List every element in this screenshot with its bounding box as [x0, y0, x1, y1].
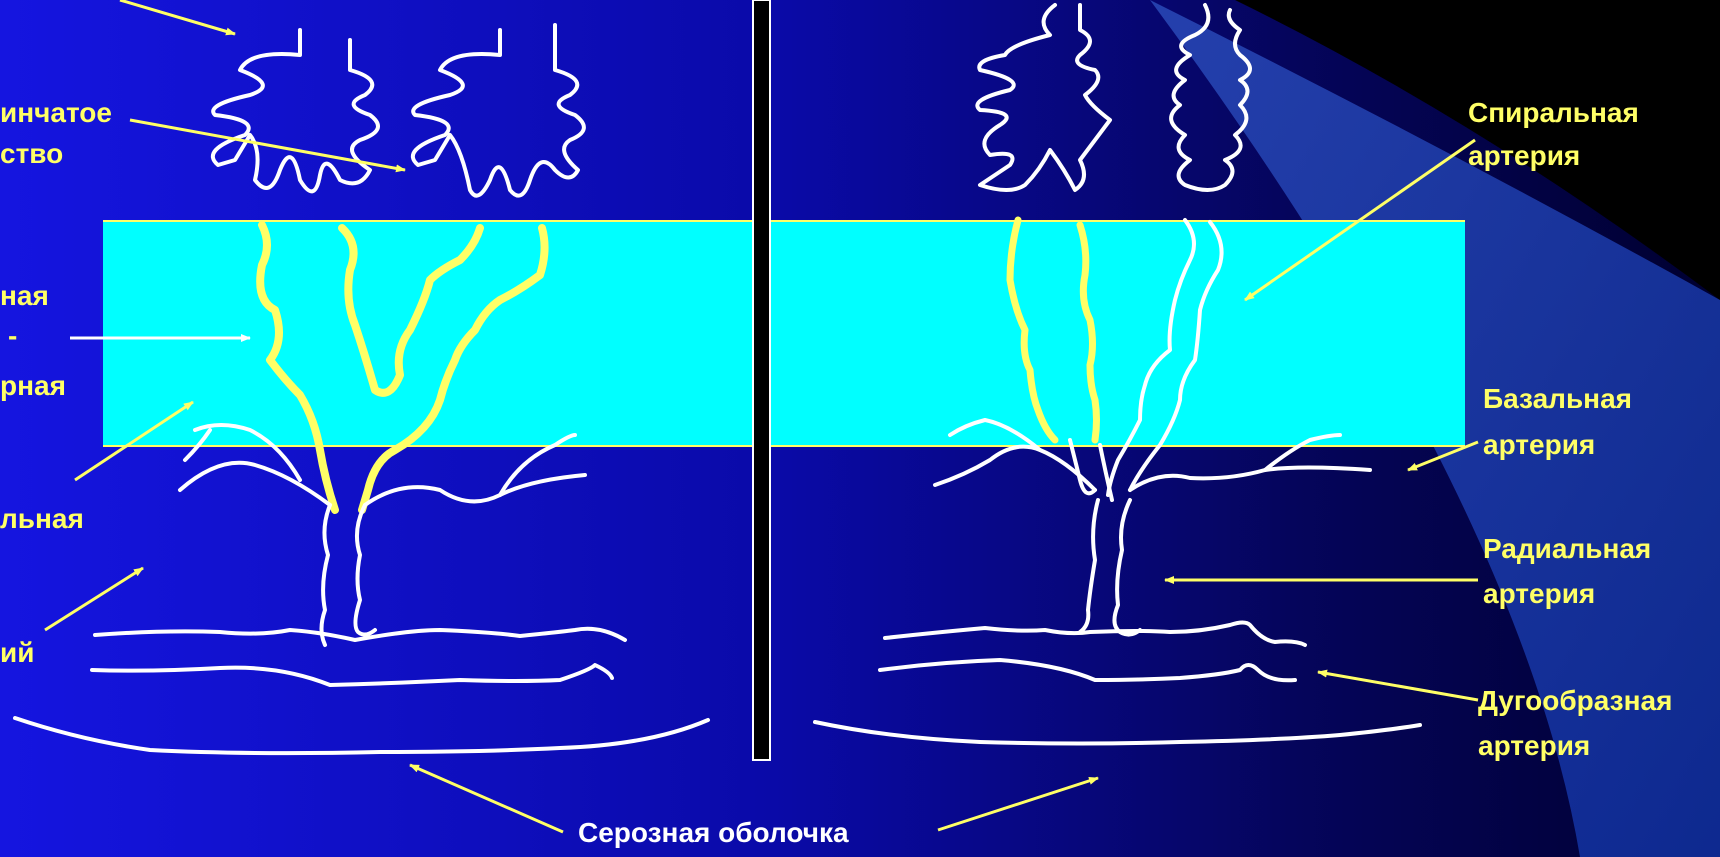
label-serosa: Серозная оболочка	[578, 817, 849, 848]
left-label-6: льная	[0, 503, 84, 534]
left-label-2: ство	[0, 138, 63, 169]
label-arcuate-line1: Дугообразная	[1478, 685, 1672, 716]
label-radial-line2: артерия	[1483, 578, 1595, 609]
label-radial-line1: Радиальная	[1483, 533, 1651, 564]
basal-band-right	[770, 221, 1465, 446]
left-label-1: инчатое	[0, 97, 112, 128]
left-label-4: -	[8, 320, 17, 351]
label-spiral-line1: Спиральная	[1468, 97, 1639, 128]
panel-divider	[753, 0, 770, 760]
label-arcuate-line2: артерия	[1478, 730, 1590, 761]
label-basal-line2: артерия	[1483, 429, 1595, 460]
left-label-5: рная	[0, 370, 66, 401]
basal-band-left	[103, 221, 755, 446]
label-basal-line1: Базальная	[1483, 383, 1632, 414]
left-label-7: ий	[0, 637, 34, 668]
label-spiral-line2: артерия	[1468, 140, 1580, 171]
left-label-3: ная	[0, 280, 49, 311]
